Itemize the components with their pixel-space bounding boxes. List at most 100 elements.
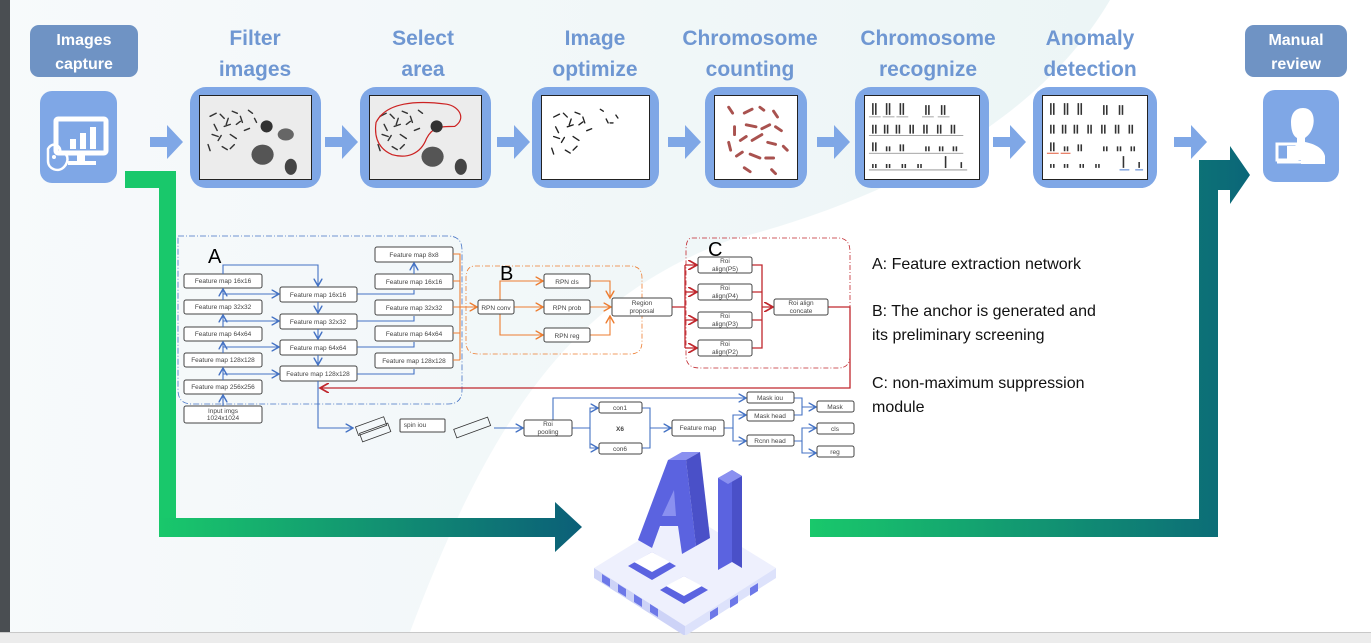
step-title-line: area bbox=[401, 58, 445, 81]
step-title-anomaly-detection: Anomaly detection bbox=[1020, 23, 1160, 85]
selected-area-image bbox=[369, 95, 482, 180]
roi-align-label: Roi bbox=[720, 313, 730, 320]
input-imgs-size: 1024x1024 bbox=[207, 415, 240, 422]
feature-map-box: Feature map 128x128 bbox=[191, 357, 255, 364]
region-proposal-label: Region bbox=[632, 300, 653, 307]
middle-feature-column: Feature map 16x16 Feature map 32x32 Feat… bbox=[279, 286, 358, 382]
rpn-cls-box: RPN cls bbox=[555, 279, 579, 286]
roi-align-label: align(P3) bbox=[712, 321, 738, 328]
step-image-filter[interactable] bbox=[190, 87, 321, 188]
feature-map-box: Feature map 64x64 bbox=[195, 331, 252, 338]
rpn-prob-box: RPN prob bbox=[553, 305, 582, 312]
manual-review-label: Manual review bbox=[1268, 32, 1324, 73]
step-title-image-optimize: Image optimize bbox=[530, 23, 660, 85]
feature-map-box: Feature map 32x32 bbox=[290, 319, 347, 326]
step-image-select-area[interactable] bbox=[360, 87, 491, 188]
step-title-line: recognize bbox=[878, 58, 978, 81]
roi-concat-label: Roi align bbox=[788, 300, 814, 307]
roi-concat-label: concate bbox=[790, 308, 813, 315]
step-title-chromosome-counting: Chromosome counting bbox=[670, 23, 830, 85]
roi-align-label: Roi bbox=[720, 341, 730, 348]
step-image-counting[interactable] bbox=[705, 87, 807, 188]
green-path-to-ai bbox=[125, 171, 582, 552]
network-diagram: .bx{fill:#fff;stroke:#444;stroke-width:1… bbox=[177, 235, 855, 458]
region-b-outline bbox=[465, 265, 643, 355]
section-c-label: C bbox=[708, 239, 722, 261]
lower-pipeline-connections bbox=[317, 381, 816, 453]
arrow-right-icon bbox=[497, 125, 530, 159]
feature-map-box: Feature map 8x8 bbox=[389, 252, 439, 259]
teal-path-to-review bbox=[810, 146, 1250, 537]
legend-text: C: non-maximum suppression bbox=[872, 375, 1085, 392]
anomaly-karyotype-image bbox=[1042, 95, 1148, 180]
step-image-optimize[interactable] bbox=[532, 87, 659, 188]
arrow-right-icon bbox=[325, 125, 358, 159]
step-image-anomaly[interactable] bbox=[1033, 87, 1157, 188]
roi-pooling-label: pooling bbox=[538, 429, 559, 436]
roi-align-label: align(P5) bbox=[712, 266, 738, 273]
region-a-outline bbox=[177, 235, 463, 405]
counting-graphic bbox=[715, 97, 797, 178]
x6-label: X6 bbox=[616, 426, 624, 433]
mask-box: Mask bbox=[827, 404, 843, 411]
step-title-line: counting bbox=[705, 58, 795, 81]
legend-c: C: non-maximum suppression module bbox=[872, 372, 1085, 420]
karyotype-graphic bbox=[865, 97, 979, 178]
step-title-line: Chromosome bbox=[682, 27, 818, 50]
rotated-box-icon bbox=[354, 416, 492, 443]
manual-review-tag: Manual review bbox=[1245, 25, 1347, 77]
legend-text: module bbox=[872, 399, 925, 416]
step-arrows bbox=[150, 125, 1207, 159]
feature-map-box: Feature map 32x32 bbox=[195, 304, 252, 311]
user-laptop-icon bbox=[1275, 108, 1325, 164]
rpn-conv-box: RPN conv bbox=[481, 305, 511, 312]
step-title-line: images bbox=[218, 58, 292, 81]
legend-b: B: The anchor is generated and its preli… bbox=[872, 300, 1096, 348]
step-title-line: optimize bbox=[552, 58, 638, 81]
ai-logo-icon bbox=[594, 452, 776, 635]
region-c-outline bbox=[685, 237, 851, 369]
legend-text: A: Feature extraction network bbox=[872, 256, 1081, 273]
karyotype-image bbox=[864, 95, 980, 180]
section-b-label: B bbox=[500, 263, 513, 285]
feature-map-box: Feature map 64x64 bbox=[386, 331, 443, 338]
legend-text: its preliminary screening bbox=[872, 327, 1045, 344]
roi-pooling-label: Roi bbox=[543, 421, 553, 428]
images-capture-icon-box[interactable] bbox=[40, 91, 117, 183]
arrow-right-icon bbox=[668, 125, 701, 159]
legend-a: A: Feature extraction network bbox=[872, 253, 1081, 277]
optimized-image bbox=[541, 95, 650, 180]
feature-map-box: Feature map 16x16 bbox=[290, 292, 347, 299]
step-title-select-area: Select area bbox=[358, 23, 488, 85]
input-imgs-label: Input imgs bbox=[208, 408, 239, 415]
rcnn-head-box: Rcnn head bbox=[754, 438, 786, 445]
step-title-line: Image bbox=[564, 27, 626, 50]
manual-review-icon-box[interactable] bbox=[1263, 90, 1339, 182]
step-image-recognize[interactable] bbox=[855, 87, 989, 188]
feature-map-box: Feature map 128x128 bbox=[382, 358, 446, 365]
roi-align-label: Roi bbox=[720, 258, 730, 265]
roi-align-label: Roi bbox=[720, 285, 730, 292]
legend-text: B: The anchor is generated and bbox=[872, 303, 1096, 320]
step-title-line: detection bbox=[1043, 58, 1137, 81]
step-title-line: Select bbox=[392, 27, 454, 50]
feature-map-box: Feature map 128x128 bbox=[286, 371, 350, 378]
feature-map-box: Feature map 32x32 bbox=[386, 305, 443, 312]
region-proposal-label: proposal bbox=[630, 308, 655, 315]
optimized-graphic bbox=[542, 97, 649, 178]
counting-image bbox=[714, 95, 798, 180]
section-a-label: A bbox=[208, 246, 222, 268]
feature-map-box: Feature map 256x256 bbox=[191, 384, 255, 391]
con1-box: con1 bbox=[613, 405, 627, 412]
feature-map-box: Feature map 64x64 bbox=[290, 345, 347, 352]
step-title-line: Filter bbox=[229, 27, 281, 50]
step-title-chromosome-recognize: Chromosome recognize bbox=[848, 23, 1008, 85]
region-b-connections bbox=[453, 253, 611, 361]
images-capture-label: Images capture bbox=[55, 32, 113, 73]
left-edge-bar bbox=[0, 0, 10, 632]
step-title-filter-images: Filter images bbox=[190, 23, 320, 85]
mask-iou-box: Mask iou bbox=[757, 395, 783, 402]
monitor-chart-icon bbox=[46, 116, 109, 172]
region-c-connections bbox=[320, 265, 851, 388]
